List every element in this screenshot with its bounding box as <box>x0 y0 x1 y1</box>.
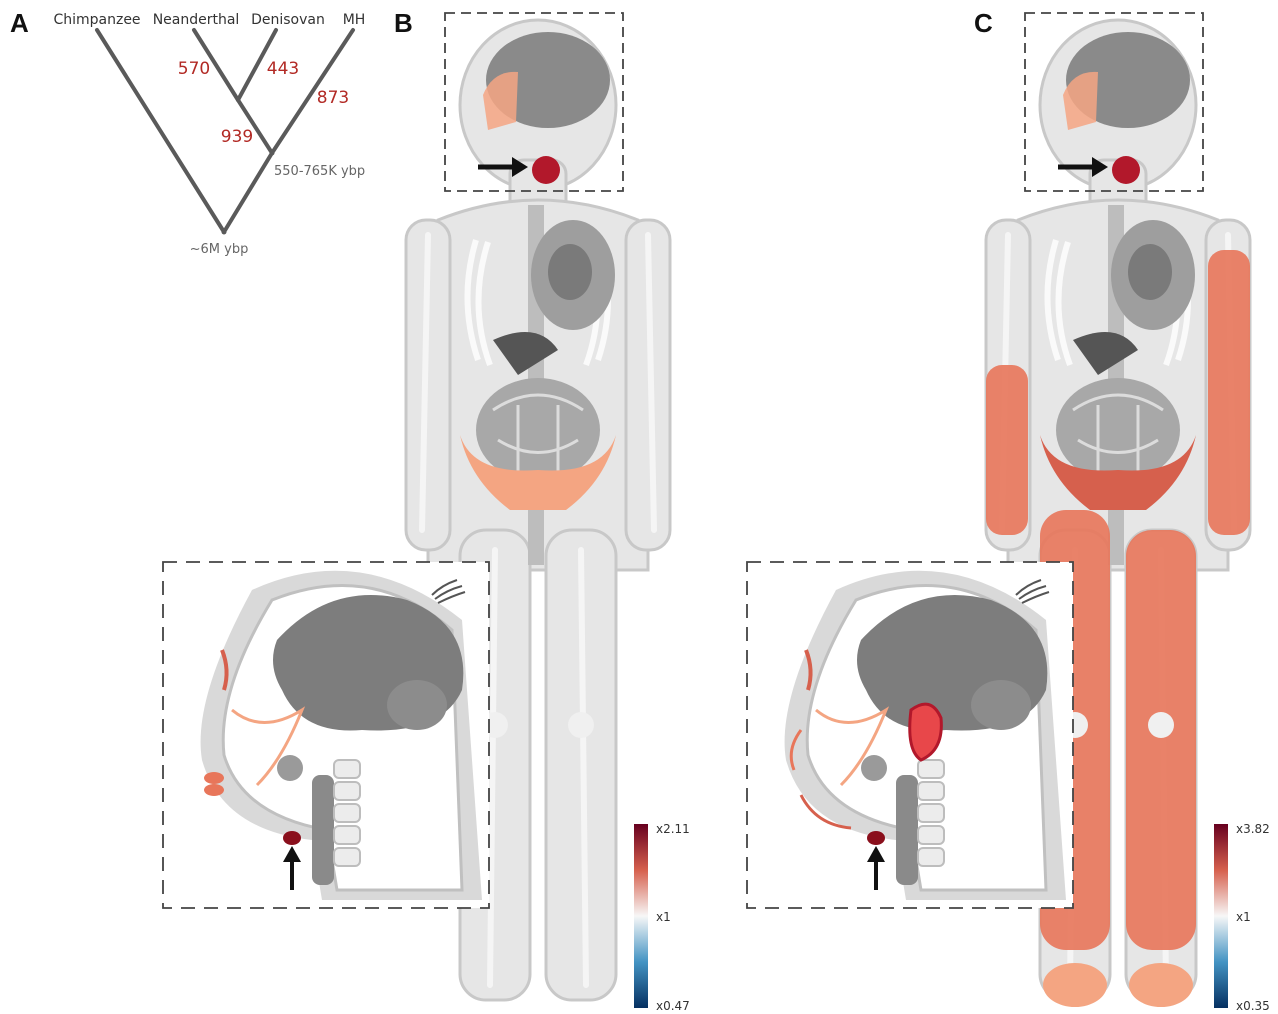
larynx-highlight <box>283 831 301 845</box>
scale-mid-label: x1 <box>656 910 671 924</box>
split-node <box>270 151 275 156</box>
left-forearm-highlight <box>986 365 1028 535</box>
scale-max-label: x2.11 <box>656 822 690 836</box>
scale-max-label: x3.82 <box>1236 822 1270 836</box>
panel-c-head-box <box>1024 12 1206 194</box>
root-node <box>222 230 227 235</box>
scale-min-label: x0.35 <box>1236 999 1270 1013</box>
human-lineage-stem <box>224 153 272 232</box>
larynx-highlight <box>867 831 885 845</box>
scale-bar <box>634 824 648 1008</box>
panel-b-head-inset <box>162 560 492 910</box>
left-foot-highlight <box>1043 963 1107 1007</box>
count-archaic-ancestor: 939 <box>221 127 253 147</box>
taxon-chimpanzee: Chimpanzee <box>53 12 140 28</box>
label-split-time: 550-765K ybp <box>274 164 365 179</box>
larynx-arrow <box>478 157 528 177</box>
right-arm-highlight <box>1208 250 1250 535</box>
taxon-denisovan: Denisovan <box>251 12 325 28</box>
panel-b-color-scale: x2.11 x1 x0.47 <box>630 818 700 1014</box>
panel-c-color-scale: x3.82 x1 x0.35 <box>1210 818 1278 1014</box>
larynx-arrow <box>1058 157 1108 177</box>
scale-min-label: x0.47 <box>656 999 690 1013</box>
taxon-neanderthal: Neanderthal <box>153 12 240 28</box>
right-leg-highlight <box>1126 530 1196 950</box>
scale-mid-label: x1 <box>1236 910 1251 924</box>
scale-bar <box>1214 824 1228 1008</box>
count-neanderthal: 570 <box>178 59 210 79</box>
panel-c-head-inset <box>746 560 1076 910</box>
taxon-mh: MH <box>343 12 366 28</box>
count-modern-human: 873 <box>317 88 349 108</box>
label-root-time: ~6M ybp <box>190 242 249 257</box>
count-denisovan: 443 <box>267 59 299 79</box>
right-foot-highlight <box>1129 963 1193 1007</box>
panel-b-head-box <box>444 12 626 194</box>
phylogenetic-tree: Chimpanzee Neanderthal Denisovan MH 570 … <box>0 0 380 270</box>
